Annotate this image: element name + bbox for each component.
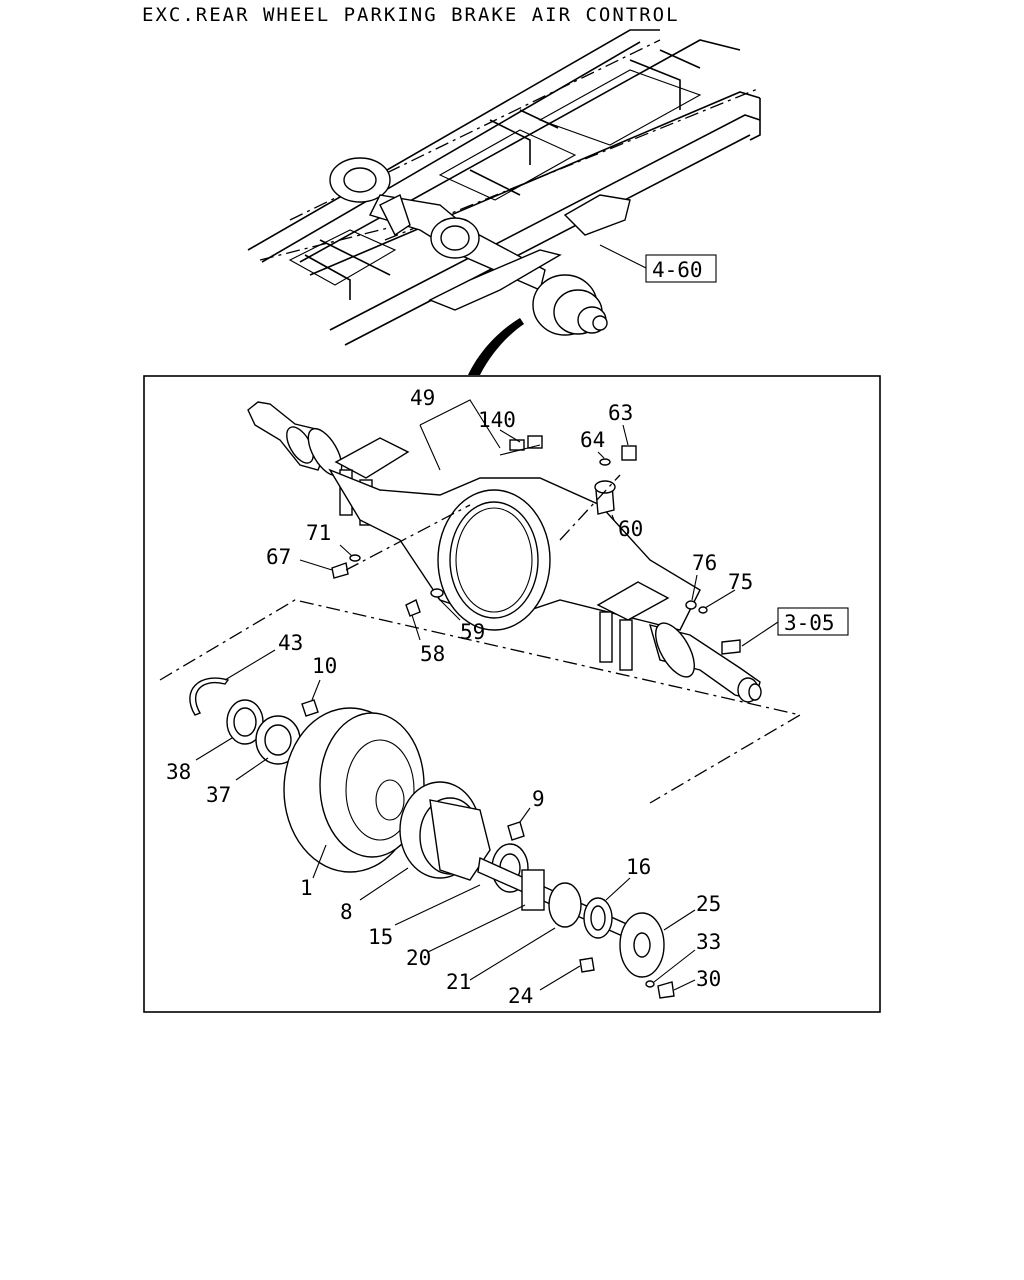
callout-64: 64 (580, 428, 605, 452)
spring-reference: 3-05 (741, 607, 849, 647)
callout-15: 15 (368, 925, 393, 949)
zoom-arrow (468, 318, 524, 375)
frame-reference: 4-60 (599, 244, 717, 283)
callout-1: 1 (300, 876, 313, 900)
housing-small-parts (299, 399, 741, 655)
detail-frame (143, 375, 881, 1013)
callout-labels: 49 140 63 64 60 71 67 76 75 59 58 43 10 … (166, 386, 753, 1008)
callout-60: 60 (618, 517, 643, 541)
callout-9: 9 (532, 787, 545, 811)
callout-59: 59 (460, 620, 485, 644)
chassis-frame (247, 29, 761, 346)
callout-63: 63 (608, 401, 633, 425)
callout-76: 76 (692, 551, 717, 575)
callout-33: 33 (696, 930, 721, 954)
axle-in-frame (329, 157, 631, 336)
callout-58: 58 (420, 642, 445, 666)
frame-ref-label: 4-60 (652, 258, 703, 282)
callout-16: 16 (626, 855, 651, 879)
callout-49: 49 (410, 386, 435, 410)
callout-25: 25 (696, 892, 721, 916)
callout-37: 37 (206, 783, 231, 807)
hub-group-outline (159, 599, 802, 804)
callout-20: 20 (406, 946, 431, 970)
callout-38: 38 (166, 760, 191, 784)
callout-21: 21 (446, 970, 471, 994)
callout-140: 140 (478, 408, 516, 432)
callout-75: 75 (728, 570, 753, 594)
spring-ref-label: 3-05 (784, 611, 835, 635)
callout-8: 8 (340, 900, 353, 924)
diagram-title: EXC.REAR WHEEL PARKING BRAKE AIR CONTROL (142, 4, 680, 26)
axle-housing (247, 401, 762, 703)
callout-71: 71 (306, 521, 331, 545)
callout-30: 30 (696, 967, 721, 991)
callout-10: 10 (312, 654, 337, 678)
callout-43: 43 (278, 631, 303, 655)
callout-67: 67 (266, 545, 291, 569)
hub-assembly (189, 649, 696, 999)
callout-24: 24 (508, 984, 533, 1008)
